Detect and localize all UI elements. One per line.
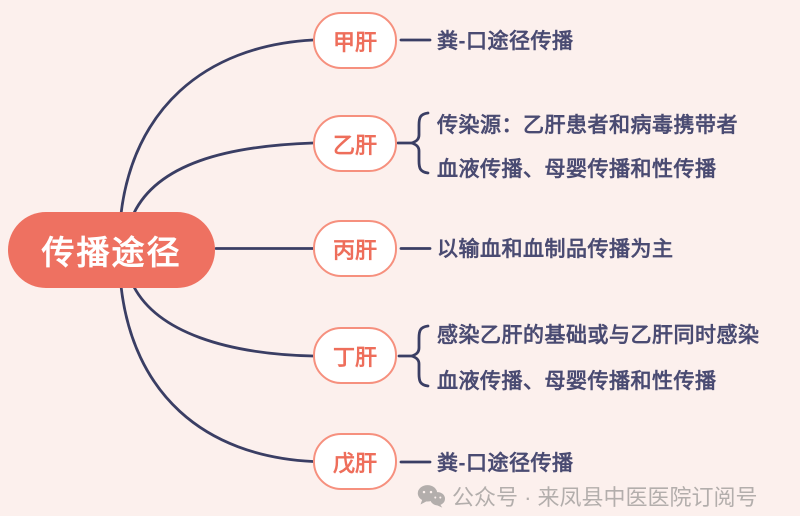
- watermark-text: 公众号 · 来凤县中医医院订阅号: [452, 485, 758, 510]
- link-root-hep-e: [119, 284, 315, 463]
- branch-node-hep-e: 戊肝: [313, 433, 397, 490]
- link-root-hep-b: [132, 141, 315, 215]
- detail-text-hep-a: 粪-口途径传播: [437, 30, 574, 53]
- detail-text-hep-d-2: 血液传播、母婴传播和性传播: [437, 370, 717, 393]
- link-hep-b-brace: [410, 111, 430, 175]
- detail-text-hep-b-1: 传染源：乙肝患者和病毒携带者: [437, 114, 738, 137]
- link-hep-d-brace: [410, 324, 430, 388]
- branch-node-hep-b: 乙肝: [313, 115, 397, 172]
- root-node: 传播途径: [8, 212, 215, 288]
- watermark-footer: 公众号 · 来凤县中医医院订阅号: [417, 480, 758, 512]
- branch-node-hep-d: 丁肝: [313, 327, 397, 384]
- root-node-label: 传播途径: [41, 234, 182, 271]
- wechat-icon: [417, 485, 445, 508]
- branch-node-hep-c: 丙肝: [313, 220, 397, 277]
- detail-text-hep-e: 粪-口途径传播: [437, 452, 574, 475]
- branch-node-hep-a: 甲肝: [313, 12, 397, 69]
- link-root-hep-a: [119, 38, 315, 216]
- branch-label: 丁肝: [332, 344, 377, 370]
- detail-text-hep-c: 以输血和血制品传播为主: [437, 238, 674, 261]
- branch-label: 戊肝: [332, 450, 377, 476]
- detail-text-hep-b-2: 血液传播、母婴传播和性传播: [437, 158, 717, 181]
- detail-text-hep-d-1: 感染乙肝的基础或与乙肝同时感染: [437, 324, 760, 347]
- link-root-hep-d: [132, 285, 315, 358]
- branch-label: 甲肝: [332, 29, 377, 55]
- branch-label: 丙肝: [332, 237, 377, 263]
- branch-label: 乙肝: [332, 132, 377, 158]
